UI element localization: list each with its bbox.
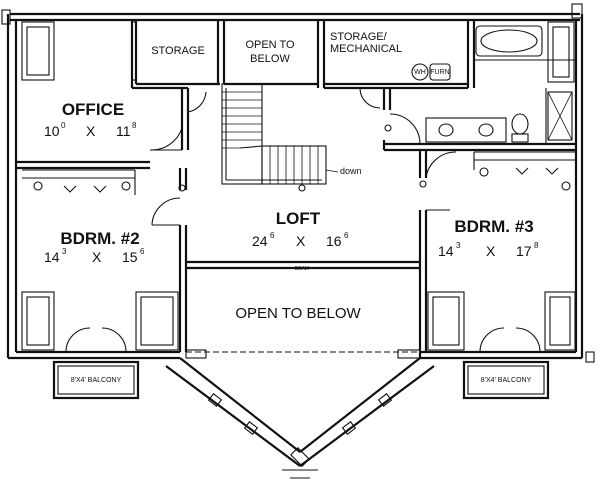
bedroom2-width: 14 [44, 249, 60, 265]
loft-width: 24 [252, 233, 268, 249]
bedroom3-width-inches: 3 [456, 241, 461, 250]
bedroom3-width: 14 [438, 243, 454, 259]
bedroom2-label: BDRM. #2 [60, 229, 139, 248]
area-labels: STORAGE OPEN TO BELOW STORAGE/ MECHANICA… [71, 31, 532, 384]
bedroom2-depth: 15 [122, 249, 138, 265]
bedroom3-label: BDRM. #3 [454, 217, 533, 236]
office-width-inches: 0 [61, 121, 66, 130]
balcony-right-label: 8'X4' BALCONY [481, 377, 532, 384]
storage-label: STORAGE [151, 45, 205, 57]
balcony-left [52, 327, 140, 400]
water-heater-label: WH [414, 69, 426, 76]
loft-depth: 16 [326, 233, 342, 249]
office-width: 10 [44, 123, 60, 139]
bedroom3-depth-inches: 8 [534, 241, 539, 250]
open-to-below-top-line2: BELOW [250, 53, 290, 65]
open-to-below-main-label: OPEN TO BELOW [235, 305, 361, 322]
balcony-left-label: 8'X4' BALCONY [71, 377, 122, 384]
furnace-label: FURN [430, 69, 449, 76]
office-label: OFFICE [62, 100, 124, 119]
bedroom2-depth-inches: 6 [140, 247, 145, 256]
beam-note: BEAM [295, 266, 309, 272]
room-labels: OFFICE 10 0 X 11 8 BDRM. #2 14 3 X 15 6 … [44, 100, 539, 265]
open-to-below-top-line1: OPEN TO [245, 39, 295, 51]
loft-width-inches: 6 [270, 231, 275, 240]
bedroom2-dim-x: X [92, 249, 102, 265]
bath-fixtures [425, 25, 573, 143]
storage-mechanical-line2: MECHANICAL [330, 43, 402, 55]
office-depth: 11 [116, 123, 131, 139]
staircase [221, 83, 339, 192]
bedroom3-depth: 17 [516, 243, 532, 259]
exterior-walls [1, 3, 595, 363]
office-depth-inches: 8 [132, 121, 137, 130]
bedroom2-width-inches: 3 [62, 247, 67, 256]
mechanical-fixtures: WH FURN [411, 63, 451, 81]
balcony-right [462, 327, 550, 400]
loft-label: LOFT [276, 209, 321, 228]
deck-point [165, 357, 435, 479]
closet-fixtures [33, 167, 571, 193]
door-swings [149, 87, 457, 226]
loft-depth-inches: 6 [344, 231, 349, 240]
office-dim-x: X [86, 123, 96, 139]
loft-dim-x: X [296, 233, 306, 249]
wall-pilasters [21, 21, 576, 351]
bedroom3-dim-x: X [486, 243, 496, 259]
storage-mechanical-line1: STORAGE/ [330, 31, 388, 43]
stair-down-note: down [340, 166, 362, 176]
